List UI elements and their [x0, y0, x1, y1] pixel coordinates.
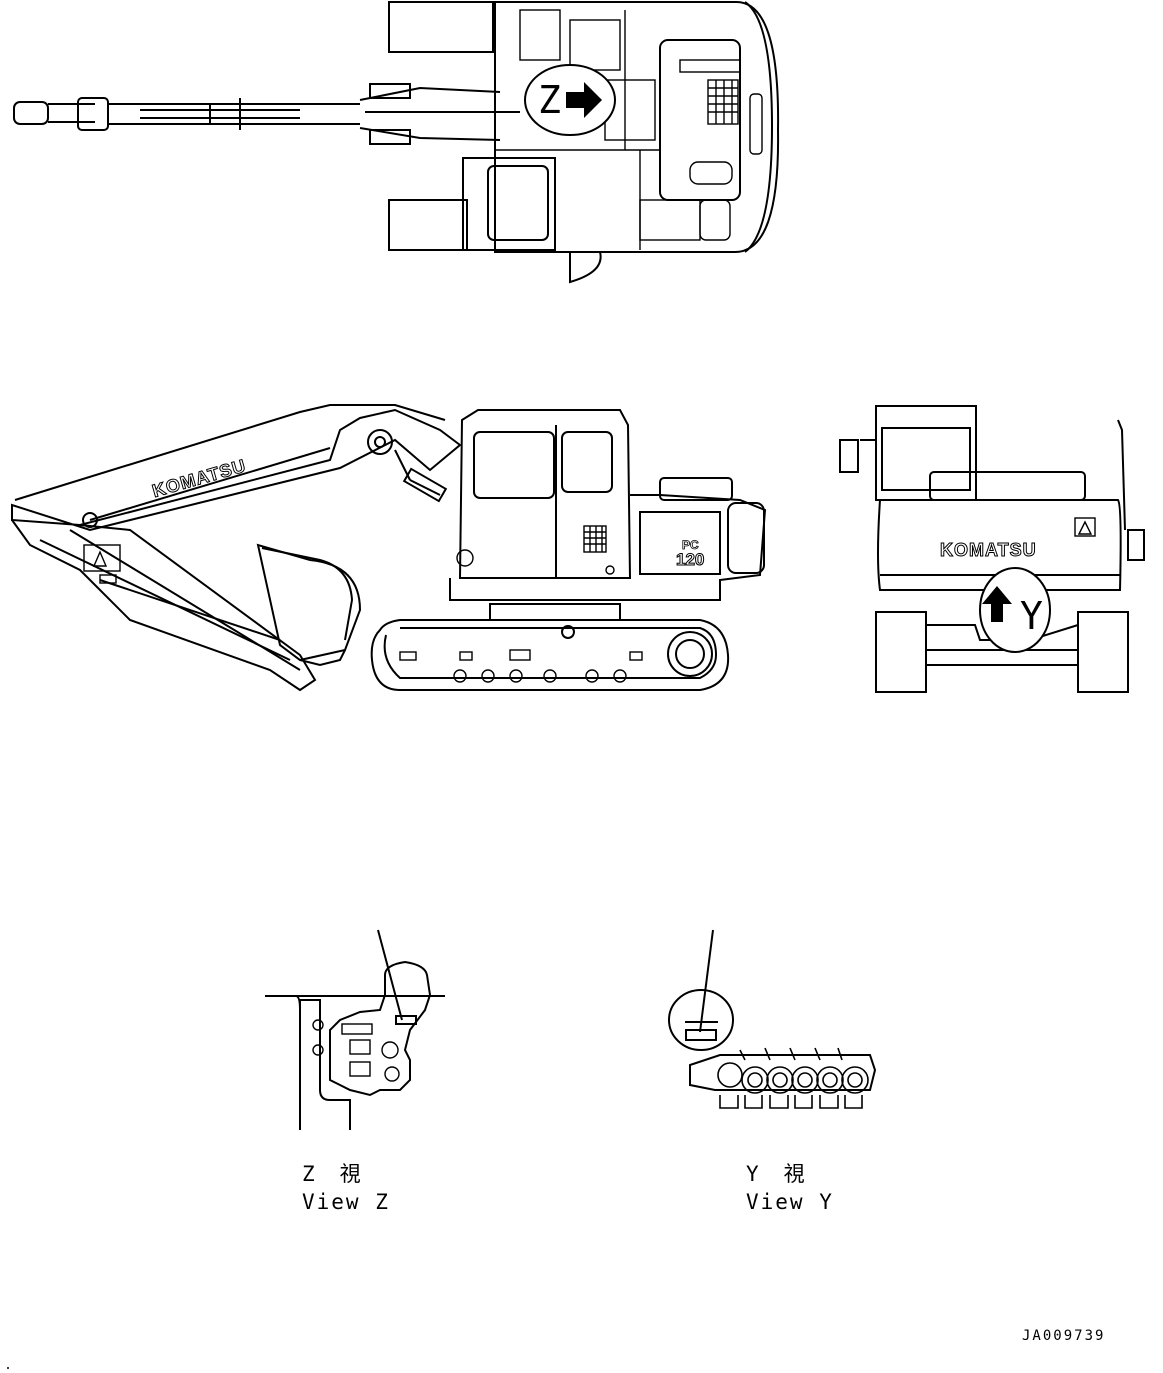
rear-view	[839, 405, 1145, 693]
z-marker-label: Z	[538, 78, 561, 122]
y-marker-label: Y	[1020, 594, 1043, 638]
body-side	[449, 494, 767, 601]
arm-side	[11, 519, 317, 692]
model-prefix: PC	[682, 538, 699, 553]
view-y-detail	[668, 929, 877, 1109]
track-left-top	[388, 1, 494, 53]
drawing-code: JA009739	[1022, 1328, 1106, 1344]
view-z-detail	[265, 929, 445, 1130]
track-rear-left	[875, 611, 927, 693]
track-side	[370, 619, 730, 691]
counterweight-rear	[877, 499, 1122, 591]
view-y-title-en: View Y	[746, 1190, 834, 1214]
engine-hood-top	[659, 39, 741, 201]
brand-logo-rear: KOMATSU	[940, 540, 1037, 561]
view-z-title-jp: Z 視	[302, 1162, 363, 1186]
cab-rear	[875, 405, 977, 501]
upper-structure-top	[494, 0, 780, 253]
model-number: 120	[675, 550, 705, 570]
arrow-right-icon	[566, 82, 602, 118]
track-right-top	[388, 199, 468, 251]
arrow-up-icon	[982, 586, 1012, 622]
plate-y	[685, 1029, 717, 1041]
track-rear-right	[1077, 611, 1129, 693]
side-view	[11, 404, 767, 692]
plate-z	[395, 1015, 417, 1025]
cab-top	[462, 157, 556, 251]
boom-side	[11, 408, 462, 532]
boom-top	[13, 83, 520, 145]
view-z-title-en: View Z	[302, 1190, 390, 1214]
bucket-side	[256, 543, 362, 662]
view-y-title-jp: Y 視	[746, 1162, 807, 1186]
top-view	[13, 0, 780, 284]
cab-side	[458, 409, 632, 579]
